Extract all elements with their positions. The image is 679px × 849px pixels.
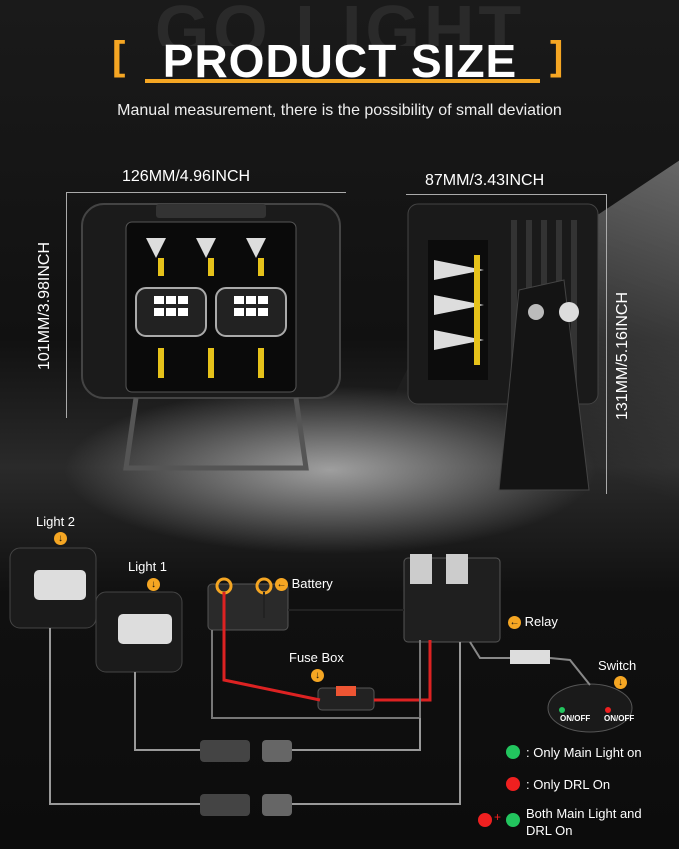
wiring-diagram (9, 547, 633, 816)
switch-on-off-right[interactable]: ON/OFF (604, 714, 635, 723)
relay-label: ← Relay (508, 614, 558, 630)
page-title: PRODUCT SIZE (162, 35, 518, 87)
light-2-label: Light 2 (36, 514, 76, 529)
down-arrow-icon: ↓ (614, 674, 627, 692)
front-width-label: 126MM/4.96INCH (122, 168, 251, 185)
front-height-line (66, 192, 67, 418)
down-arrow-icon: ↓ (54, 530, 67, 548)
front-height-label: 101MM/3.98INCH (36, 241, 53, 370)
side-depth-line (406, 194, 606, 195)
legend-item: : Only Main Light on (526, 745, 642, 760)
front-light-image (81, 203, 341, 471)
left-bracket-icon: [ (112, 34, 126, 78)
red-dot-icon (478, 813, 492, 827)
legend-item: : Only DRL On (526, 777, 611, 792)
light-1-label: Light 1 (128, 559, 168, 574)
side-depth-label: 87MM/3.43INCH (425, 172, 545, 189)
title-underline (145, 79, 540, 83)
switch-on-off-left[interactable]: ON/OFF (560, 714, 591, 723)
brand-watermark: GO LIGHT (154, 0, 526, 46)
subtitle: Manual measurement, there is the possibi… (117, 102, 562, 119)
down-arrow-icon: ↓ (147, 576, 160, 594)
side-height-line (606, 194, 607, 494)
battery-label: ← Battery (275, 576, 333, 592)
green-dot-icon (506, 813, 520, 827)
side-light-image (407, 203, 599, 491)
plus-sign: + (494, 810, 502, 824)
switch-label: Switch (598, 658, 637, 673)
left-arrow-icon: ← (508, 616, 521, 630)
down-arrow-icon: ↓ (311, 667, 324, 685)
fuse-box-label: Fuse Box (289, 650, 344, 665)
red-dot-icon (506, 777, 520, 791)
legend-item: Both Main Light and DRL On (526, 806, 642, 838)
left-arrow-icon: ← (275, 578, 288, 592)
front-width-line (66, 192, 346, 193)
right-bracket-icon: ] (550, 34, 564, 78)
green-dot-icon (506, 745, 520, 759)
side-height-label: 131MM/5.16INCH (614, 291, 631, 420)
